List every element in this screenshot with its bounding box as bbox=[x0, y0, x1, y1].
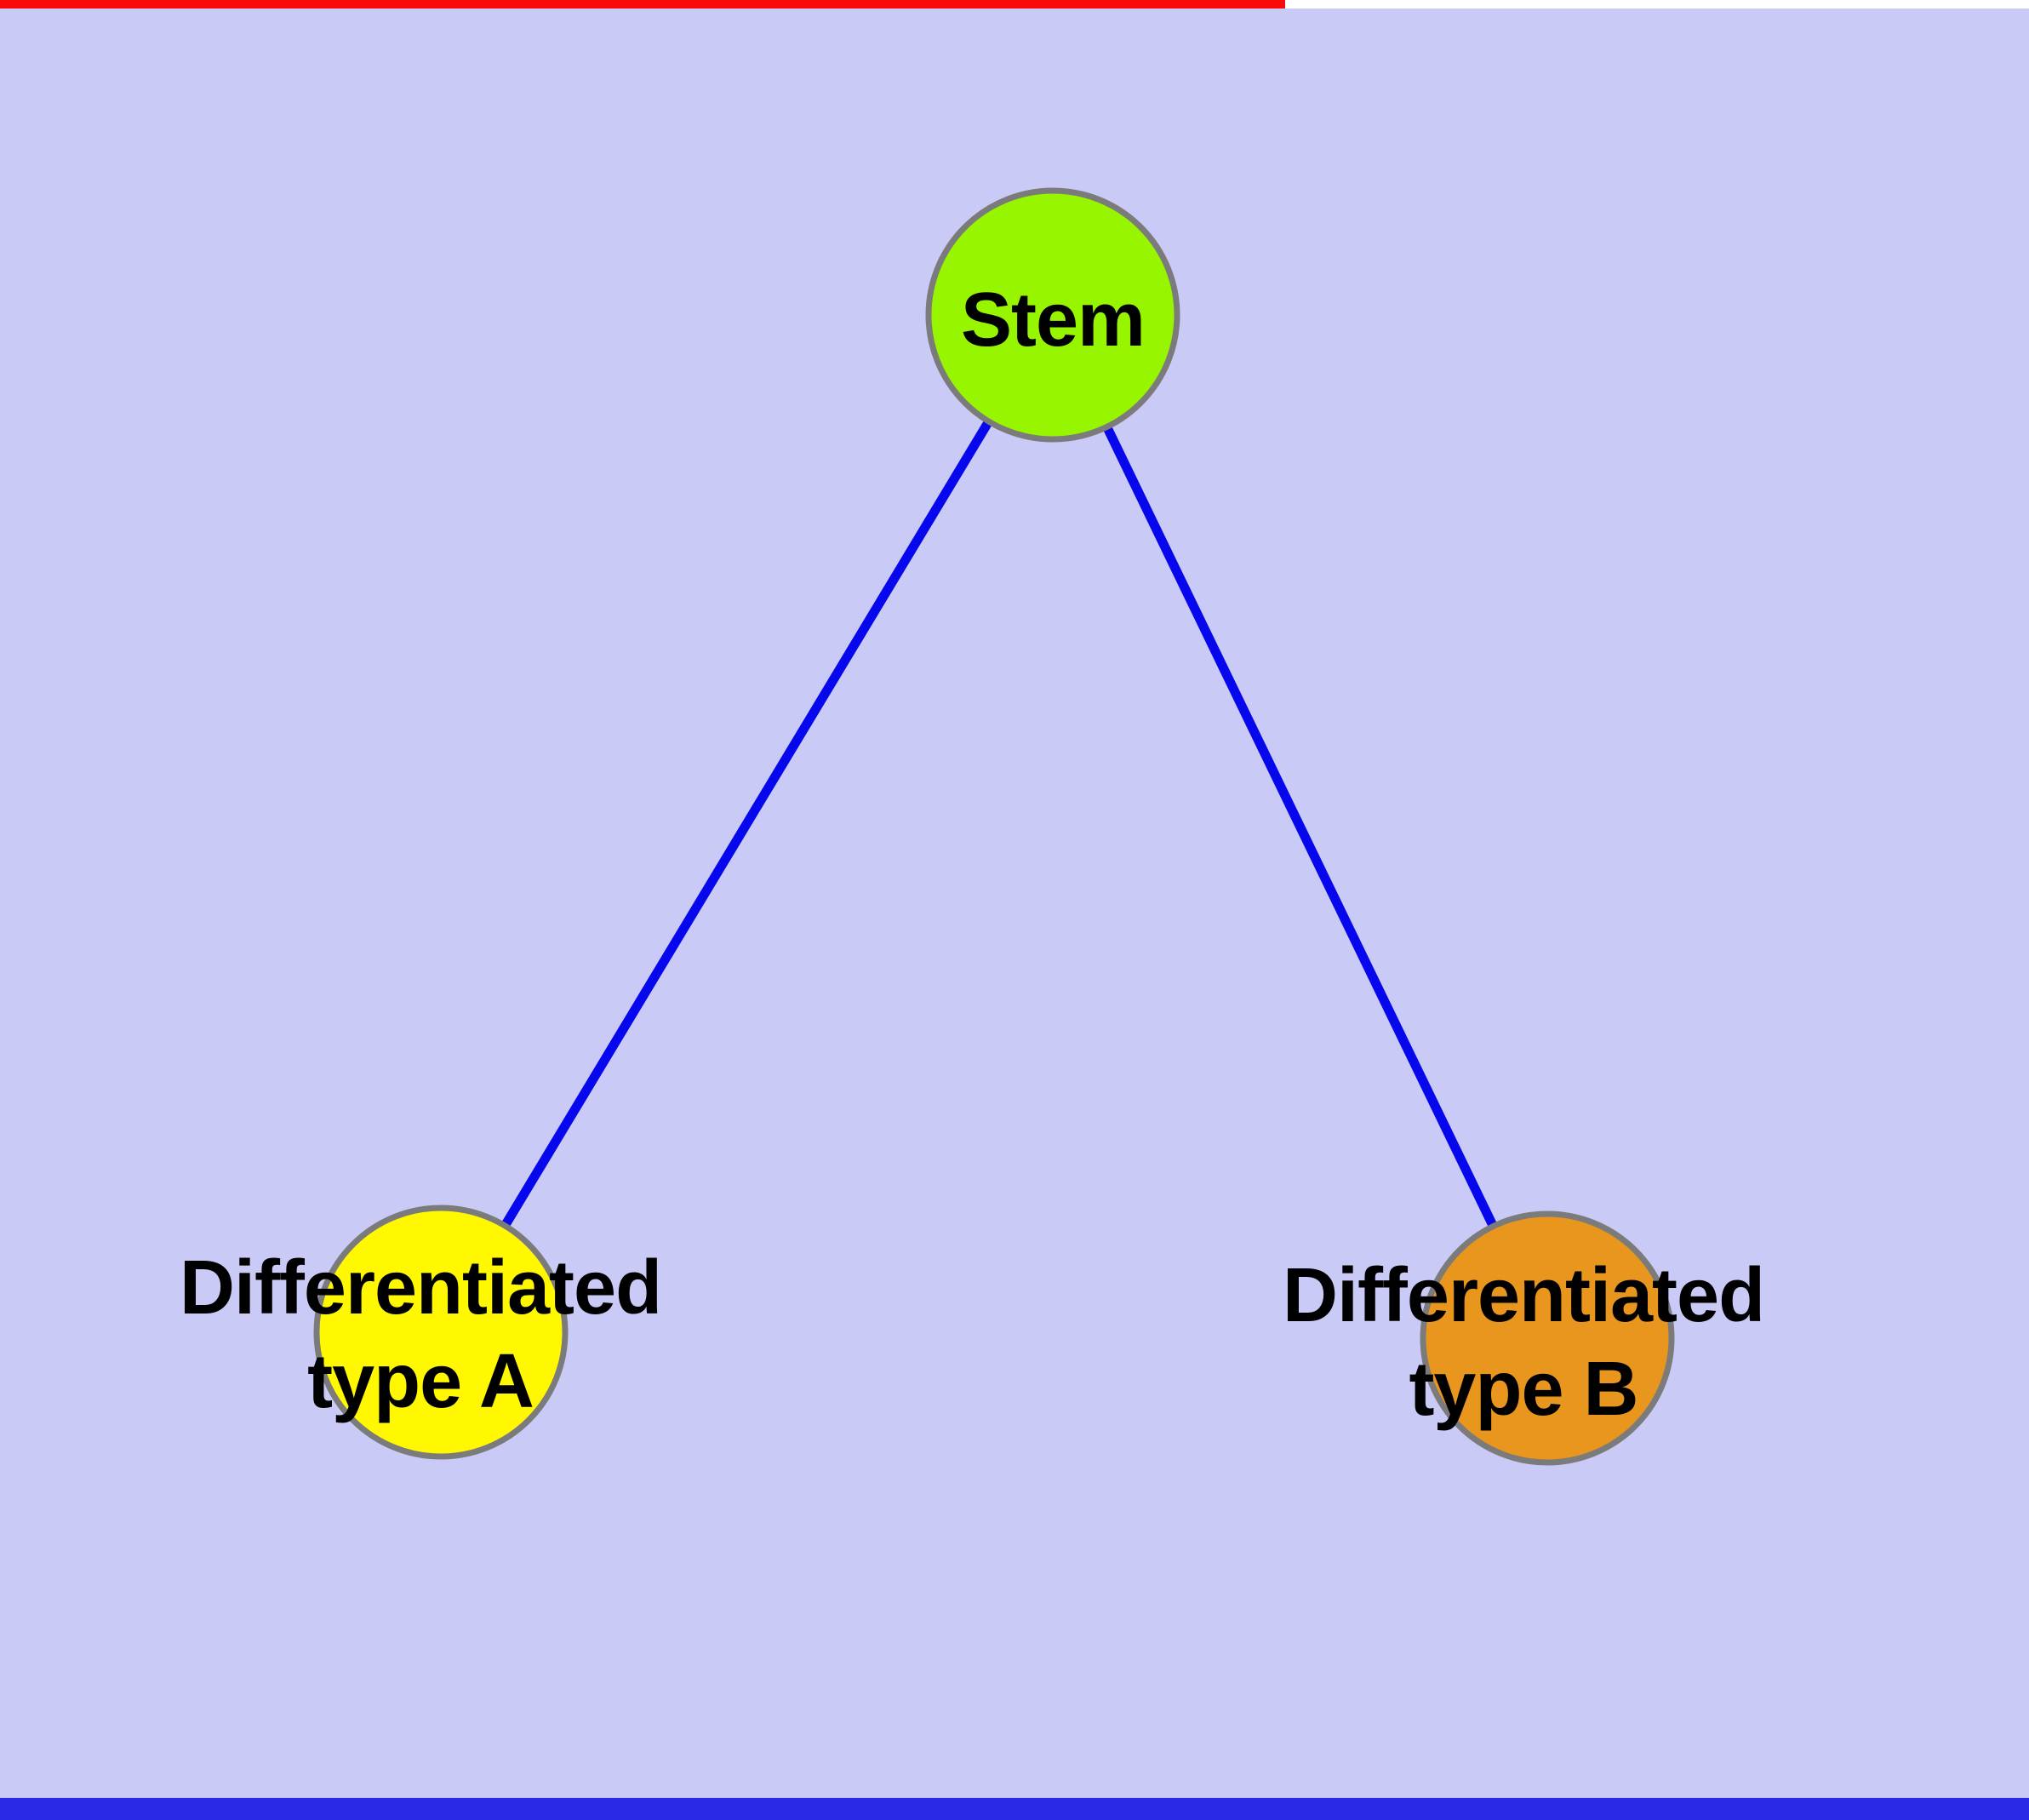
node-type-b-label: Differentiated type B bbox=[1282, 1249, 1765, 1436]
node-stem-label: Stem bbox=[960, 273, 1146, 367]
node-type-a-circle bbox=[313, 1205, 569, 1460]
node-type-b-label-line2: type B bbox=[1409, 1347, 1638, 1432]
node-type-a-label-line1: Differentiated bbox=[179, 1245, 662, 1331]
node-stem-circle bbox=[925, 187, 1180, 443]
node-type-b-label-line1: Differentiated bbox=[1282, 1253, 1765, 1338]
node-type-a-label-line2: type A bbox=[307, 1339, 534, 1424]
top-strip-red bbox=[0, 0, 1285, 9]
node-type-a-label: Differentiated type A bbox=[179, 1241, 662, 1428]
node-type-b-circle bbox=[1420, 1210, 1675, 1466]
edge-stem-to-type-b bbox=[1049, 312, 1552, 1341]
bottom-strip-blue bbox=[0, 1798, 2029, 1820]
edge-stem-to-type-a bbox=[437, 312, 1057, 1335]
node-stem-label-text: Stem bbox=[960, 278, 1146, 363]
top-strip-white bbox=[1285, 0, 2029, 9]
